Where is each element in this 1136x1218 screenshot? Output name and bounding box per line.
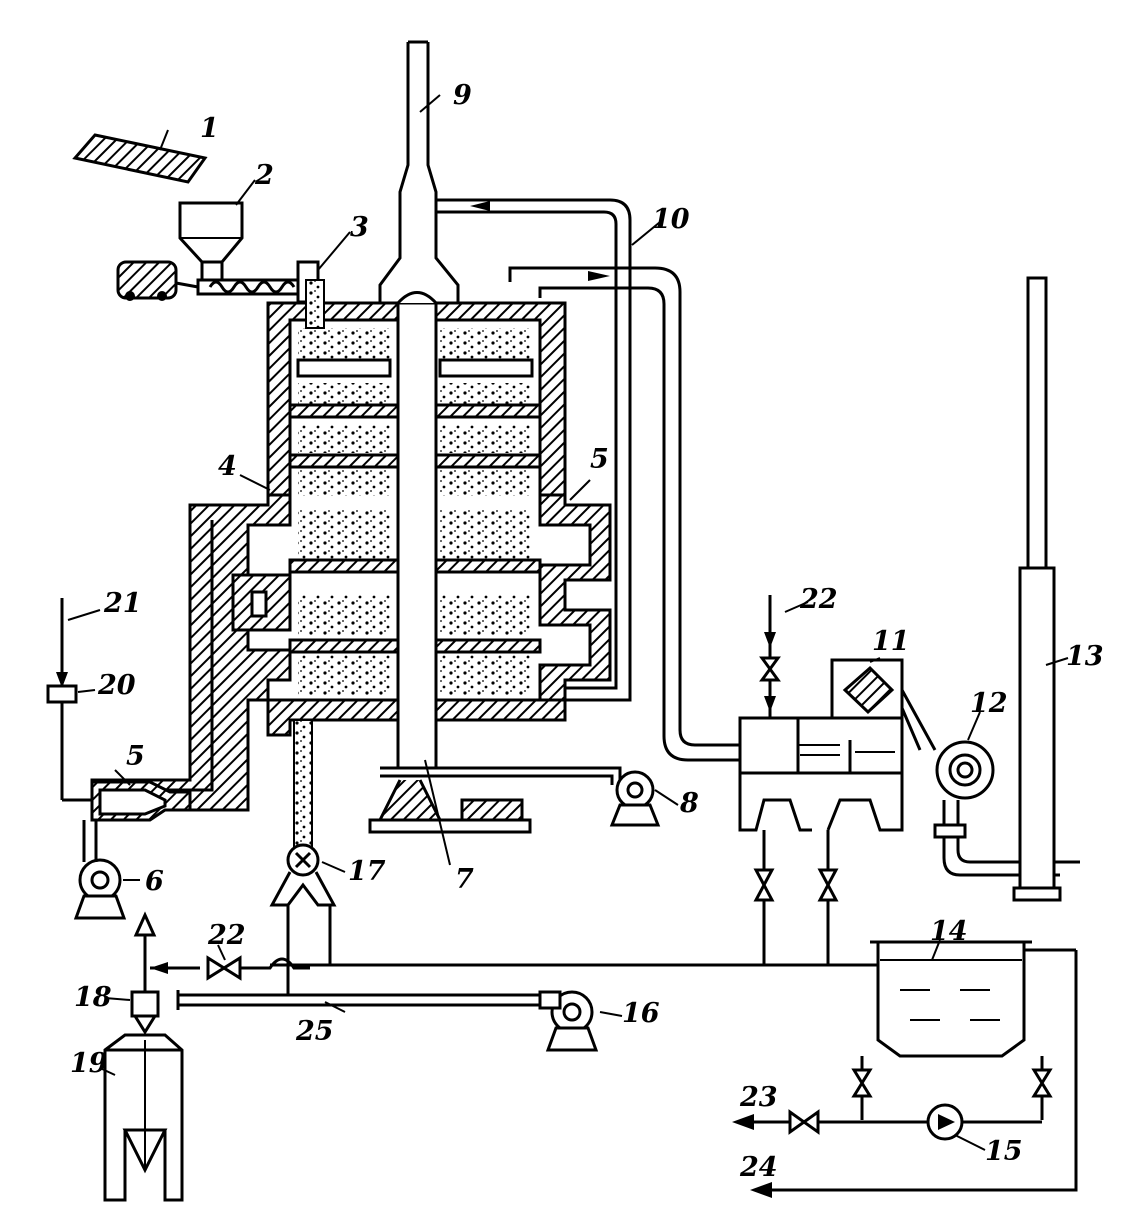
label-22-left: 22 (207, 920, 246, 951)
label-9: 9 (453, 80, 472, 111)
exhaust-fan-12 (900, 689, 1080, 877)
label-4: 4 (218, 451, 237, 482)
label-20: 20 (97, 670, 136, 701)
label-15: 15 (985, 1136, 1023, 1167)
label-23: 23 (739, 1082, 778, 1113)
label-11: 11 (872, 626, 910, 657)
pump-16 (538, 990, 599, 1052)
label-16: 16 (622, 998, 660, 1029)
label-13: 13 (1066, 641, 1104, 672)
water-tank-14 (732, 940, 1078, 1198)
recycle-duct (436, 198, 632, 702)
label-19: 19 (70, 1048, 108, 1079)
label-1: 1 (200, 113, 219, 144)
feed-chute (305, 279, 325, 329)
scrubber-11 (738, 658, 904, 832)
product-bin-19 (103, 1033, 184, 1202)
label-2: 2 (254, 160, 274, 191)
label-12: 12 (970, 688, 1008, 719)
chimney-13 (1012, 276, 1062, 902)
furnace-hearths (288, 328, 542, 695)
leader-lines (67, 94, 1069, 1151)
feeder-motor (116, 260, 199, 301)
blower-8 (560, 766, 661, 827)
label-18: 18 (74, 982, 112, 1013)
label-21: 21 (103, 588, 142, 619)
label-8: 8 (679, 788, 699, 819)
burner-chamber (90, 780, 192, 822)
label-6: 6 (145, 866, 164, 897)
feed-hopper (178, 201, 244, 282)
label-5-left: 5 (126, 741, 145, 772)
exhaust-stack (378, 40, 460, 305)
offgas-duct (508, 266, 740, 762)
discharge-valve-17 (269, 719, 337, 995)
pump-15 (926, 1103, 964, 1141)
water-inlet-22-right (759, 595, 781, 718)
water-line (150, 830, 878, 981)
conveyor-belt (72, 133, 208, 184)
fan-6 (73, 820, 127, 920)
label-25: 25 (295, 1016, 334, 1047)
label-3: 3 (350, 212, 369, 243)
fuel-line (46, 598, 92, 802)
label-5-right: 5 (590, 444, 609, 475)
label-14: 14 (930, 916, 968, 947)
label-22-right: 22 (799, 584, 838, 615)
cyclone-18 (130, 911, 160, 1035)
label-7: 7 (455, 864, 474, 895)
pneumatic-line-25 (176, 990, 540, 1010)
central-shaft (368, 291, 560, 834)
label-24: 24 (739, 1152, 778, 1183)
label-17: 17 (348, 856, 386, 887)
callout-labels: 1 2 3 9 10 4 5 5 21 20 6 7 8 17 22 22 11… (70, 80, 1104, 1183)
label-10: 10 (652, 204, 690, 235)
